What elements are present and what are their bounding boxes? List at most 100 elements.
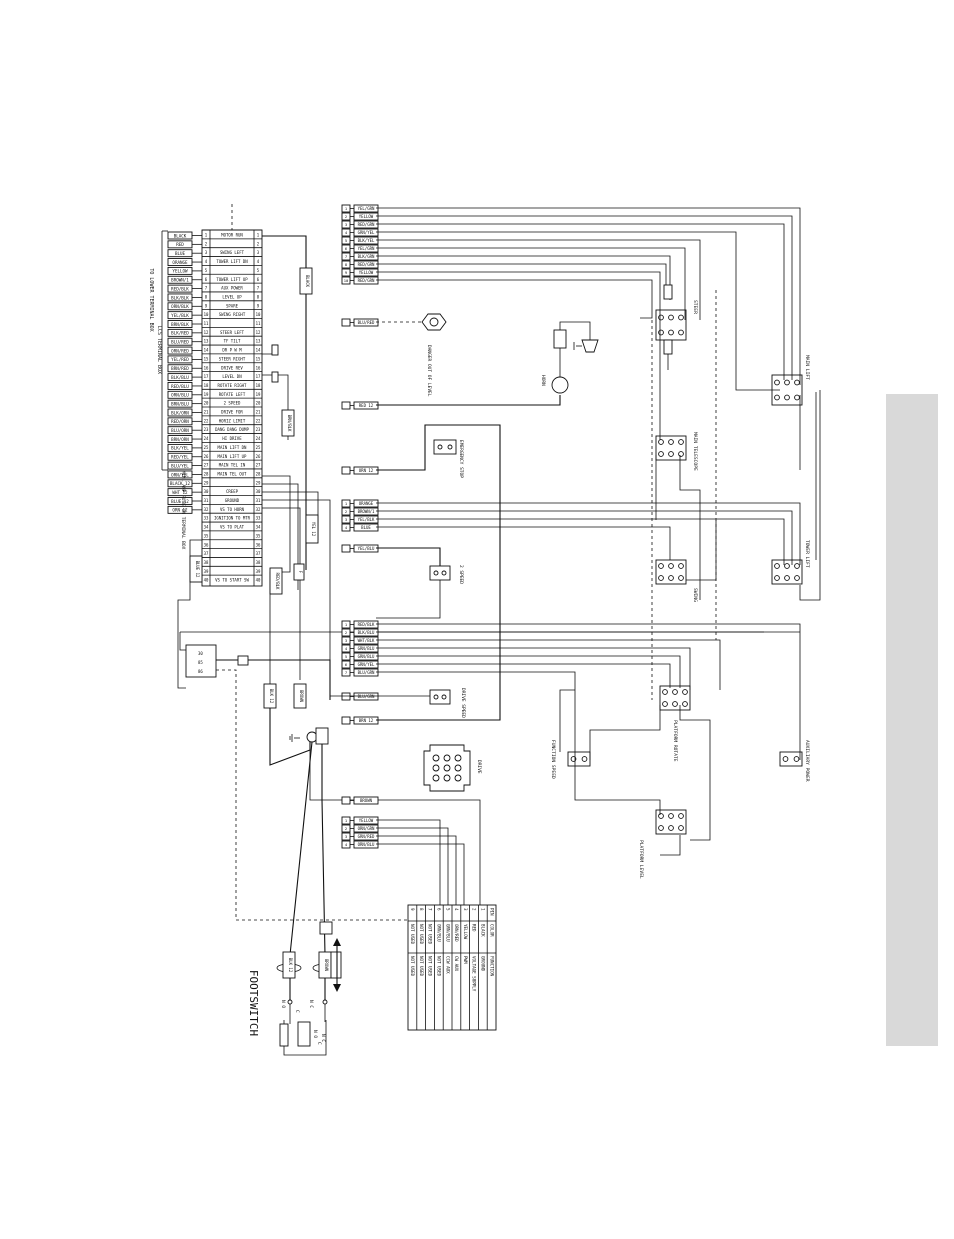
connector-wire-label: GRN/YEL <box>358 230 375 235</box>
strip-row-number: 15 <box>204 356 209 361</box>
strip-color-label: BLACK <box>174 233 187 238</box>
connector-wire-label: ORN/BLU <box>358 842 375 847</box>
function-speed-label: FUNCTION SPEED <box>550 740 556 779</box>
pin-table-cell: 1 <box>480 908 485 911</box>
strip-row-number-right: 27 <box>256 463 261 468</box>
strip-color-label: RED <box>176 242 184 247</box>
pin-table-cell: NOT USED <box>428 956 433 977</box>
strip-row-number: 13 <box>204 339 209 344</box>
connector-wire-label: GRN/BLU <box>358 654 375 659</box>
pin-table-cell: BLACK <box>480 924 485 937</box>
platform-rotate-label: PLATFORM ROTATE <box>672 720 678 762</box>
single-wire-pin <box>341 318 351 327</box>
strip-wire-label-3: YEL 12 <box>311 522 316 537</box>
single-wire-label: BROWN <box>360 798 373 803</box>
strip-row-number-right: 10 <box>256 312 261 317</box>
strip-row-number: 19 <box>204 392 209 397</box>
single-wire-label: ORN 12 <box>359 468 374 473</box>
connector-pin-number: 1 <box>345 818 348 823</box>
pin-table-cell: NOT USED <box>419 924 424 945</box>
pin-table-cell: CW AUX <box>454 956 459 972</box>
connector-pin-number: 4 <box>345 230 348 235</box>
single-wire-pin <box>341 692 351 701</box>
strip-row-function: AUX POWER <box>221 286 243 291</box>
pin-table-cell: CCW AUX <box>445 956 450 974</box>
relay-pin-2: 85 <box>198 660 203 665</box>
group4-runs <box>376 799 681 905</box>
strip-row-function: MOTOR RUN <box>221 233 243 238</box>
connector-wire-label: YELLOW <box>359 818 374 823</box>
connector-pin-number: 2 <box>345 214 347 219</box>
strip-row-number: 39 <box>204 569 209 574</box>
strip-row-number: 23 <box>204 427 209 432</box>
tower-lift-label: TOWER LIFT <box>804 540 810 568</box>
strip-color-label: BLK/ORN <box>171 410 189 415</box>
strip-row-function: DANG DANG DUMP <box>215 427 249 432</box>
connector-wire-label: GRN/YEL <box>358 662 375 667</box>
strip-row-number: 38 <box>204 560 209 565</box>
single-wire-pin <box>341 716 351 725</box>
connector-pin-number: 2 <box>345 630 347 635</box>
single-wire-label: BLU/GRN <box>358 694 375 699</box>
footswitch-label-3: N C <box>308 1000 314 1008</box>
strip-row-number-right: 19 <box>256 392 261 397</box>
connector-pin-number: 7 <box>345 670 347 675</box>
group3-runs <box>376 623 801 841</box>
strip-row-number-right: 39 <box>256 569 261 574</box>
strip-wire-label-2: BRN/BLK <box>287 415 292 432</box>
strip-row-number-right: 26 <box>256 454 261 459</box>
connector-pin-number: 1 <box>345 206 348 211</box>
strip-row-number-right: 32 <box>256 507 261 512</box>
drive-speed-valve: DRIVE SPEED <box>329 640 466 718</box>
strip-row-number: 25 <box>204 445 209 450</box>
strip-color-label: ORN/RED <box>171 348 189 353</box>
strip-wire-tag-3: YEL 12 <box>305 514 319 544</box>
pin-table-cell: NOT USED <box>436 956 441 977</box>
connector-pin-number: 6 <box>345 662 348 667</box>
connector-pin-number: 3 <box>345 222 347 227</box>
pin-table: PINCOLORFUNCTION1BLACKGROUND2REDVOLTAGE … <box>407 904 497 1031</box>
main-telescope-label: MAIN TELESCOPE <box>692 432 698 471</box>
strip-row-number: 4 <box>205 259 208 264</box>
connector-wire-label: RED/GRN <box>358 262 375 267</box>
connector-pin-number: 6 <box>345 246 348 251</box>
strip-color-label: BRN/BLK <box>171 322 189 327</box>
strip-row-function: MAIN LIFT UP <box>218 454 247 459</box>
strip-wire-tag-5: BLUE 12 <box>189 555 203 583</box>
strip-row-number: 20 <box>204 401 209 406</box>
strip-row-number-right: 22 <box>256 418 261 423</box>
pin-table-header: FUNCTION <box>489 956 494 977</box>
two-speed-valve: 2 SPEED <box>376 547 464 619</box>
strip-row-number-right: 25 <box>256 445 261 450</box>
connector-pin-number: 3 <box>345 834 347 839</box>
connector-pin-number: 1 <box>345 622 348 627</box>
strip-row-number-right: 15 <box>256 356 261 361</box>
strip-row-number: 6 <box>205 277 208 282</box>
strip-row-number: 2 <box>205 241 208 246</box>
strip-side-note: TO LOWER TERMINAL BOX <box>148 268 154 331</box>
strip-row-number-right: 21 <box>256 410 261 415</box>
steer-valve: STEER <box>655 300 698 341</box>
strip-row-function: SPARE <box>226 303 239 308</box>
wire-tag-brown-label: BROWN <box>299 690 304 703</box>
strip-color-label: ORN/BLU <box>171 393 189 398</box>
connector-wire-label: BROWN/1 <box>358 509 375 514</box>
pin-table-cell: 3 <box>463 908 468 911</box>
pin-table-cell: VOLTAGE SUPPLY <box>472 956 477 992</box>
platform-rotate-valve: PLATFORM ROTATE <box>659 685 691 762</box>
buzzer-icon <box>581 339 599 353</box>
strip-fuse-note: MIN. AMP FUSE IN TERMINAL BOX <box>180 471 186 550</box>
strip-row-number: 26 <box>204 454 209 459</box>
strip-color-label: ORN 12 <box>172 508 188 513</box>
footswitch: BLK 12 BROWN FOOTSWITCH N O C N C N O C … <box>247 921 342 1056</box>
strip-color-label: RED/BLU <box>171 384 189 389</box>
footswitch-title: FOOTSWITCH <box>247 970 260 1036</box>
strip-row-function: DRIVE REV <box>221 365 243 370</box>
danger-out-of-level-alarm: DANGER OUT OF LEVEL <box>376 313 447 397</box>
footswitch-label-1: N O <box>280 1000 286 1008</box>
alarm-label: DANGER OUT OF LEVEL <box>426 345 432 397</box>
strip-row-number-right: 1 <box>257 233 260 238</box>
strip-row-function: STEER LEFT <box>220 330 245 335</box>
